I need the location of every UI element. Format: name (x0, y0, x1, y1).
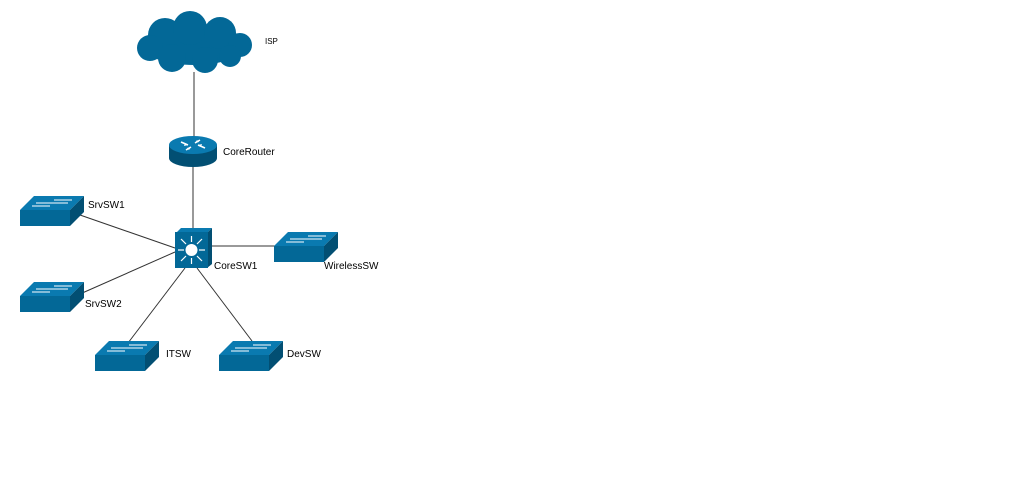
switch-icon (20, 196, 84, 226)
links (79, 72, 276, 344)
node-isp[interactable]: ISP (137, 11, 278, 73)
switch-icon (20, 282, 84, 312)
link-coresw1-devsw (196, 267, 253, 342)
node-core-router[interactable]: CoreRouter (169, 136, 275, 167)
switch-icon (274, 232, 338, 262)
node-label-srv-sw1: SrvSW1 (88, 200, 125, 211)
node-srv-sw1[interactable]: SrvSW1 (20, 196, 125, 226)
node-label-wireless-sw: WirelessSW (324, 261, 379, 272)
switch-icon (219, 341, 283, 371)
link-coresw1-itsw (127, 267, 186, 344)
node-dev-sw[interactable]: DevSW (219, 341, 321, 371)
node-label-core-router: CoreRouter (223, 147, 275, 158)
router-icon (169, 136, 217, 167)
node-core-sw1[interactable]: CoreSW1 (175, 228, 258, 272)
node-label-isp: ISP (265, 37, 278, 46)
node-wireless-sw[interactable]: WirelessSW (274, 232, 379, 272)
node-label-it-sw: ITSW (166, 349, 192, 360)
link-coresw1-srvsw1 (79, 214, 176, 249)
node-label-dev-sw: DevSW (287, 349, 321, 360)
node-label-srv-sw2: SrvSW2 (85, 299, 122, 310)
node-srv-sw2[interactable]: SrvSW2 (20, 282, 122, 312)
node-it-sw[interactable]: ITSW (95, 341, 192, 371)
cloud-icon (137, 11, 252, 73)
node-label-core-sw1: CoreSW1 (214, 261, 258, 272)
link-coresw1-srvsw2 (79, 251, 176, 295)
layer3-switch-icon (175, 228, 212, 268)
switch-icon (95, 341, 159, 371)
